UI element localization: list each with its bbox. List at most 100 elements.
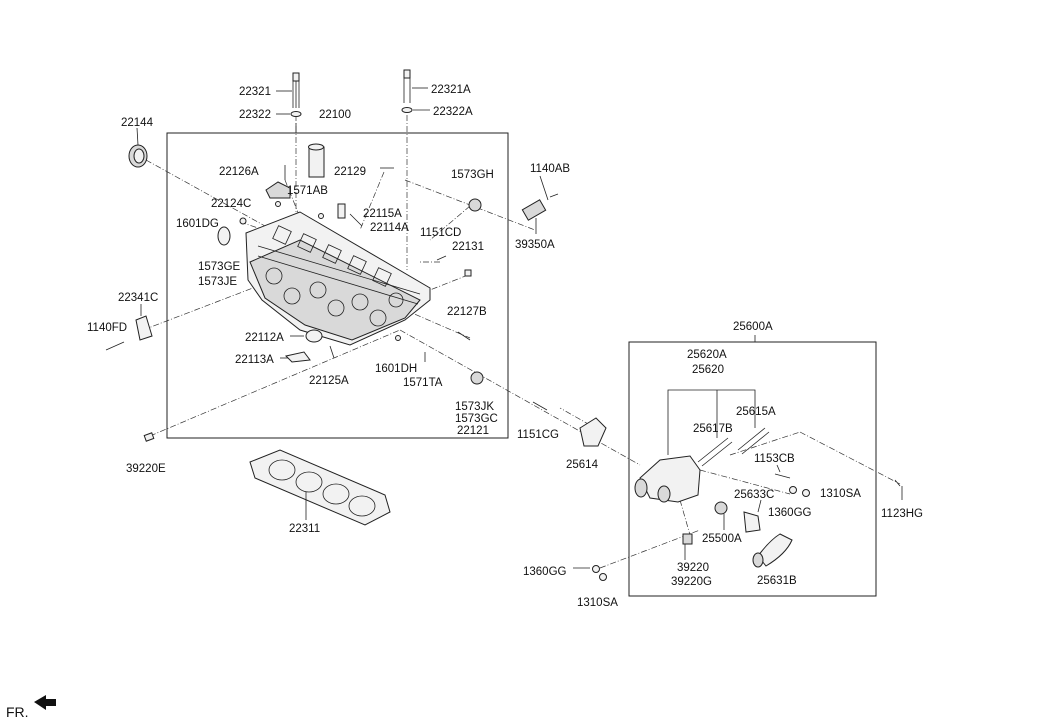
pipe-25617B xyxy=(697,437,733,467)
label-22124C: 22124C xyxy=(211,198,251,210)
label-22125A: 22125A xyxy=(309,375,349,387)
label-1573GC: 1573GC xyxy=(455,413,498,425)
pin-22125A xyxy=(329,345,335,359)
pipe-25615A xyxy=(737,427,770,455)
label-39220G: 39220G xyxy=(671,576,712,588)
part-labels: 22321 22322 22321A 22322A 22100 22144 22… xyxy=(87,84,923,609)
thermostat-housing-25620 xyxy=(634,455,701,503)
label-22321A: 22321A xyxy=(431,84,471,96)
label-22322: 22322 xyxy=(239,109,271,121)
label-22115A: 22115A xyxy=(363,208,402,220)
nut-1310SA-lower xyxy=(599,573,607,581)
label-22121: 22121 xyxy=(457,425,489,437)
plug-22124C xyxy=(275,201,281,207)
hose-25631B xyxy=(752,533,793,568)
label-1140AB: 1140AB xyxy=(530,163,570,175)
label-1601DG: 1601DG xyxy=(176,218,219,230)
label-1573JK: 1573JK xyxy=(455,401,494,413)
bracket-22124C xyxy=(265,181,291,199)
cap-1573JK xyxy=(470,371,484,385)
bolt-22321 xyxy=(292,72,300,108)
label-22100: 22100 xyxy=(319,109,351,121)
thermostat-housing-group-box xyxy=(628,341,877,597)
label-1360GG-lower: 1360GG xyxy=(523,566,567,578)
label-25620: 25620 xyxy=(692,364,724,376)
stud-1151CD xyxy=(436,255,447,261)
label-1571TA: 1571TA xyxy=(403,377,443,389)
label-25631B: 25631B xyxy=(757,575,797,587)
oil-seal-22144 xyxy=(128,144,148,168)
label-1573GH: 1573GH xyxy=(451,169,494,181)
cam-sensor-39350A xyxy=(521,193,559,221)
label-25600A: 25600A xyxy=(733,321,773,333)
nut-1310SA xyxy=(802,489,810,497)
plug-22131 xyxy=(464,269,472,277)
cylinder-head-group-box xyxy=(166,132,509,439)
label-1571AB: 1571AB xyxy=(287,185,328,197)
washer-22322 xyxy=(290,111,302,117)
plug-1571AB xyxy=(318,213,324,219)
front-label: FR. xyxy=(6,704,29,720)
cylinder-head-22100 xyxy=(245,211,431,346)
label-39220E: 39220E xyxy=(126,463,166,475)
label-22131: 22131 xyxy=(452,241,484,253)
label-22144: 22144 xyxy=(121,117,154,129)
plug-1601DG xyxy=(239,217,247,225)
plug-39220E xyxy=(143,432,155,442)
label-22129: 22129 xyxy=(334,166,366,178)
sensor-39220 xyxy=(682,533,693,545)
bracket-22341C xyxy=(135,315,153,341)
label-1573GE: 1573GE xyxy=(198,261,241,273)
label-25500A: 25500A xyxy=(702,533,742,545)
stud-1151CG xyxy=(532,401,548,411)
label-39220: 39220 xyxy=(677,562,709,574)
head-gasket-22311 xyxy=(249,449,391,526)
thermostat-25500A xyxy=(714,501,728,515)
label-22341C: 22341C xyxy=(118,292,158,304)
solid-leaders xyxy=(136,87,901,569)
bolt-1153CB xyxy=(774,473,791,479)
nut-1360GG xyxy=(789,486,797,494)
label-1151CD: 1151CD xyxy=(420,227,461,239)
label-1360GG: 1360GG xyxy=(768,507,812,519)
label-1123HG: 1123HG xyxy=(881,508,923,520)
label-22113A: 22113A xyxy=(235,354,274,366)
label-1601DH: 1601DH xyxy=(375,363,417,375)
label-1573JE: 1573JE xyxy=(198,276,237,288)
pin-22114A xyxy=(349,213,363,227)
bracket-25620 xyxy=(667,389,756,455)
label-22126A: 22126A xyxy=(219,166,259,178)
label-25614: 25614 xyxy=(566,459,599,471)
gasket-25614 xyxy=(579,417,607,447)
bolt-1140FD xyxy=(105,341,125,351)
dowel-22115A xyxy=(337,203,346,219)
cap-1573GH xyxy=(468,198,482,212)
label-25617B: 25617B xyxy=(693,423,733,435)
label-22322A: 22322A xyxy=(433,106,473,118)
plate-22113A xyxy=(285,351,311,363)
label-22127B: 22127B xyxy=(447,306,487,318)
label-39350A: 39350A xyxy=(515,239,555,251)
cylinder-22126 xyxy=(308,143,325,178)
front-arrow-icon xyxy=(34,695,56,710)
washer-22322A xyxy=(401,107,413,113)
label-1310SA-lower: 1310SA xyxy=(577,597,618,609)
gasket-22112A xyxy=(305,329,323,343)
label-22321: 22321 xyxy=(239,86,271,98)
label-22112A: 22112A xyxy=(245,332,284,344)
label-25633C: 25633C xyxy=(734,489,774,501)
label-1140FD: 1140FD xyxy=(87,322,127,334)
dowel-22127B xyxy=(457,331,471,341)
label-1153CB: 1153CB xyxy=(754,453,795,465)
label-1310SA: 1310SA xyxy=(820,488,861,500)
bolt-22321A xyxy=(403,69,411,103)
label-22311: 22311 xyxy=(289,523,320,535)
plug-1601DH xyxy=(395,335,401,341)
label-25620A: 25620A xyxy=(687,349,727,361)
nut-1360GG-lower xyxy=(592,565,600,573)
label-22114A: 22114A xyxy=(370,222,409,234)
label-1151CG: 1151CG xyxy=(517,429,559,441)
label-25615A: 25615A xyxy=(736,406,776,418)
